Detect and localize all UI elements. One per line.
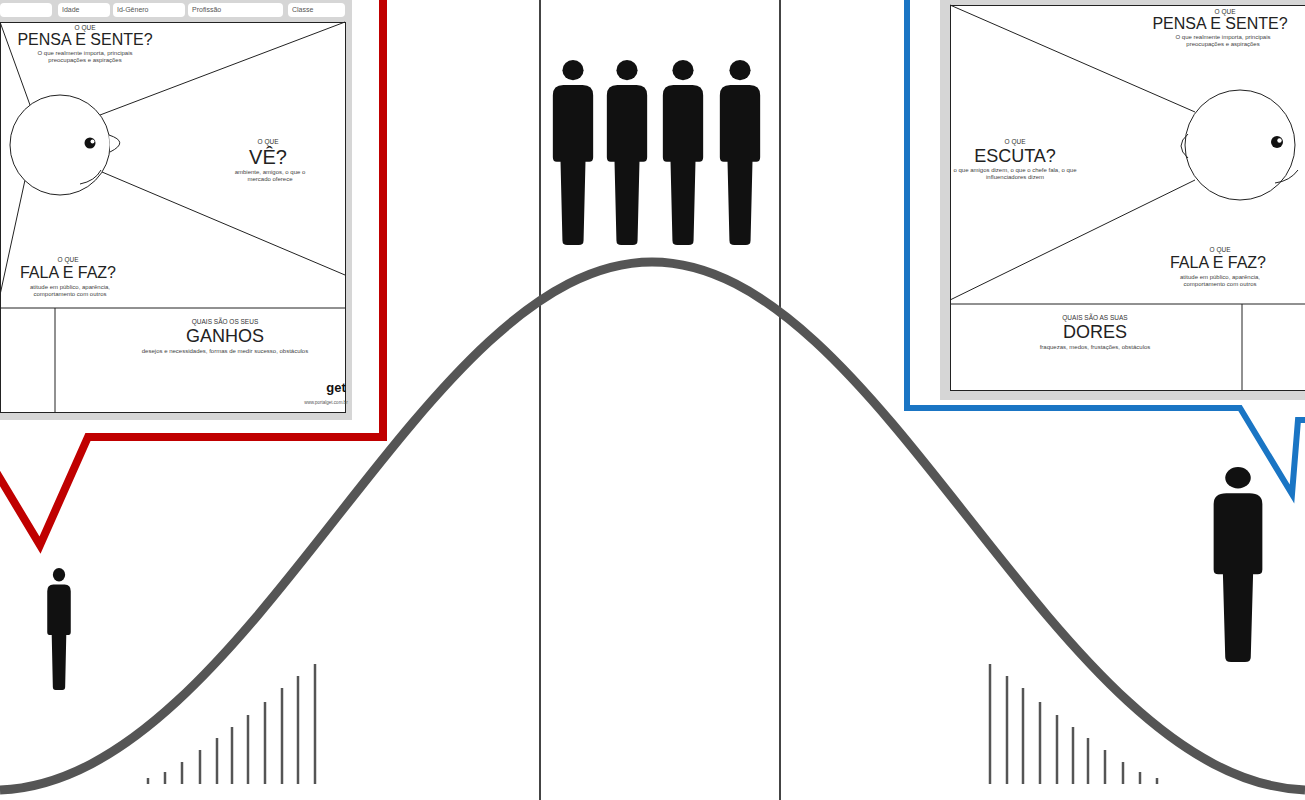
- person-small: [47, 568, 71, 690]
- field-label: Id-Gênero: [113, 3, 185, 17]
- section-note: desejos e necessidades, formas de medir …: [110, 348, 340, 355]
- section-note: QUAIS SÃO AS SUAS: [1035, 314, 1155, 321]
- profile-field: Profissão: [188, 3, 283, 17]
- section-heading: VÊ?: [223, 146, 313, 169]
- section-note: www.portalget.com.br: [301, 400, 351, 405]
- divider-line: [779, 0, 781, 800]
- section-note: o que amigos dizem, o que o chefe fala, …: [945, 167, 1085, 181]
- section-heading: FALA E FAZ?: [6, 264, 131, 282]
- section-heading: DORES: [1020, 322, 1170, 343]
- section-heading: FALA E FAZ?: [1151, 254, 1286, 272]
- profile-field: Idade: [58, 3, 110, 17]
- section-note: O QUE: [1190, 246, 1250, 253]
- section-note: O QUE: [985, 138, 1045, 145]
- section-note: QUAIS SÃO OS SEUS: [165, 318, 285, 325]
- section-note: O que realmente importa, principais preo…: [25, 50, 145, 64]
- profile-field: Id-Gênero: [113, 3, 185, 17]
- section-heading: PENSA E SENTE?: [1135, 15, 1305, 33]
- divider-line: [539, 0, 541, 800]
- section-heading: GANHOS: [150, 326, 300, 347]
- section-note: ambiente, amigos, o que o mercado oferec…: [223, 169, 318, 183]
- hatch-bars: [148, 664, 1157, 784]
- section-note: atitude em público, aparência, comportam…: [1160, 274, 1280, 288]
- section-note: O que realmente importa, principais preo…: [1158, 34, 1288, 48]
- person-group: [553, 60, 760, 245]
- section-note: O QUE: [238, 138, 298, 145]
- section-note: O QUE: [55, 24, 115, 31]
- field-label: Idade: [58, 3, 110, 17]
- speech-bubble-red: [0, 0, 383, 545]
- section-note: fraquezas, medos, frustações, obstáculos: [975, 344, 1215, 351]
- empathy-map-left: [0, 0, 352, 420]
- speech-bubble-blue: [907, 0, 1305, 494]
- section-note: O QUE: [38, 256, 98, 263]
- section-heading: ESCUTA?: [950, 146, 1080, 167]
- section-heading: PENSA E SENTE?: [0, 31, 170, 49]
- field-label: Profissão: [188, 3, 283, 17]
- empathy-map-right: [940, 0, 1305, 400]
- section-note: atitude em público, aparência, comportam…: [15, 284, 125, 298]
- section-heading: get: [319, 381, 353, 396]
- field-label: Classe: [288, 3, 345, 17]
- profile-field: Classe: [288, 3, 345, 17]
- empathy-map: O QUEPENSA E SENTE?O que realmente impor…: [0, 0, 352, 420]
- bell-curve: [0, 262, 1305, 790]
- section-note: O QUE: [1195, 8, 1255, 15]
- person-large: [1214, 467, 1263, 662]
- empathy-map: O QUEPENSA E SENTE?O que realmente impor…: [940, 0, 1305, 400]
